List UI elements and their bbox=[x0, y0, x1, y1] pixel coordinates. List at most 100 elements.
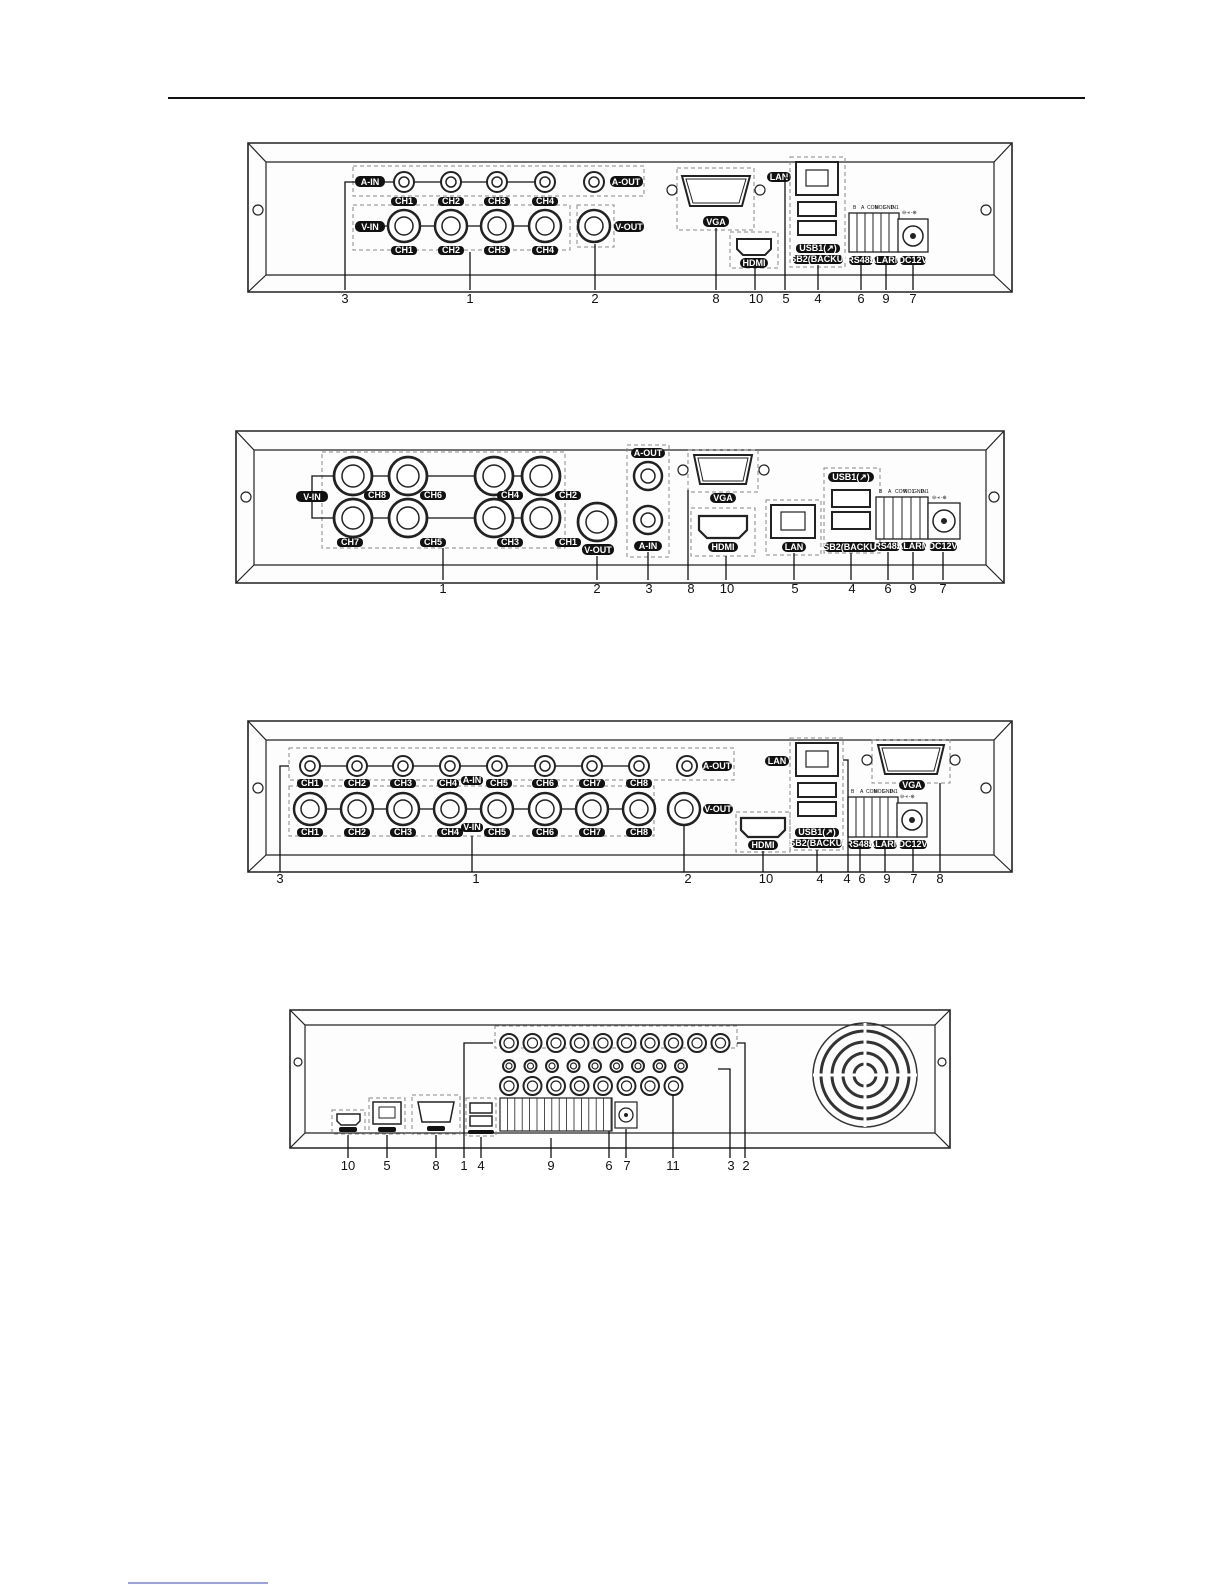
callout-8: 8 bbox=[712, 291, 719, 306]
lan-port[interactable] bbox=[770, 504, 816, 539]
video-in-ch4[interactable] bbox=[432, 791, 468, 827]
callout-2: 2 bbox=[591, 291, 598, 306]
usb-port-1[interactable] bbox=[831, 489, 871, 508]
lan-port[interactable] bbox=[795, 161, 839, 196]
rca-row2-8-inner bbox=[655, 1062, 664, 1070]
audio-out-connector[interactable] bbox=[676, 755, 698, 777]
audio-in-ch3[interactable] bbox=[392, 755, 414, 777]
usb-port-2[interactable] bbox=[831, 511, 871, 530]
svg-text:CH4: CH4 bbox=[536, 196, 554, 206]
audio-in-ch7[interactable] bbox=[581, 755, 603, 777]
audio-ch-label-7: CH7 bbox=[579, 778, 605, 788]
video-out-connector[interactable] bbox=[576, 208, 612, 244]
callout-4a: 4 bbox=[816, 871, 823, 886]
svg-text:⊖-◐-⊕: ⊖-◐-⊕ bbox=[900, 794, 915, 800]
svg-text:CH7: CH7 bbox=[583, 778, 601, 788]
audio-in-row[interactable] bbox=[502, 1059, 688, 1073]
dc-power-jack[interactable]: ⊖-◐-⊕ bbox=[897, 210, 929, 253]
audio-in-ch3[interactable] bbox=[486, 171, 508, 193]
alarm-terminal-block[interactable] bbox=[499, 1097, 613, 1132]
audio-in-ch8[interactable] bbox=[628, 755, 650, 777]
lan-port[interactable] bbox=[372, 1101, 402, 1125]
vga-port[interactable] bbox=[417, 1101, 455, 1123]
audio-out-connector[interactable] bbox=[583, 171, 605, 193]
video-in-ch1[interactable] bbox=[292, 791, 328, 827]
video-in-ch4[interactable] bbox=[473, 455, 515, 497]
audio-ch-label-6: CH6 bbox=[532, 778, 558, 788]
alarm-terminal-block[interactable] bbox=[847, 796, 899, 838]
audio-in-ch4[interactable] bbox=[534, 171, 556, 193]
dc-power-jack[interactable]: ⊖-◐-⊕ bbox=[896, 794, 928, 838]
hdmi-port[interactable] bbox=[697, 514, 749, 540]
usb-port-1[interactable] bbox=[797, 201, 837, 217]
hdmi-label: HDMI bbox=[708, 542, 738, 552]
vga-port[interactable] bbox=[692, 454, 754, 485]
video-in-ch2[interactable] bbox=[339, 791, 375, 827]
video-in-ch2[interactable] bbox=[433, 208, 469, 244]
top-ch-label-4: CH2 bbox=[555, 490, 581, 500]
bnc-row3-5-inner bbox=[597, 1080, 609, 1092]
lan-port[interactable] bbox=[795, 742, 839, 777]
usb-port-2[interactable] bbox=[797, 801, 837, 817]
hdmi-port[interactable] bbox=[336, 1113, 361, 1126]
video-in-ch2[interactable] bbox=[520, 455, 562, 497]
dc-label: DC12V bbox=[928, 541, 958, 551]
video-in-ch8[interactable] bbox=[332, 455, 374, 497]
audio-in-ch5[interactable] bbox=[486, 755, 508, 777]
video-in-row[interactable] bbox=[499, 1033, 731, 1053]
dc-power-jack[interactable]: ⊖-◐-⊕ bbox=[927, 495, 961, 540]
usb-ports[interactable] bbox=[469, 1102, 493, 1127]
alarm-terminal-block[interactable] bbox=[848, 212, 900, 253]
hdmi-port[interactable] bbox=[736, 238, 772, 256]
audio-out-connector[interactable] bbox=[632, 460, 664, 492]
video-in-ch7[interactable] bbox=[574, 791, 610, 827]
audio-in-ch6[interactable] bbox=[534, 755, 556, 777]
callout-5: 5 bbox=[782, 291, 789, 306]
audio-in-ch4[interactable] bbox=[439, 755, 461, 777]
audio-in-ch2[interactable] bbox=[440, 171, 462, 193]
audio-in-ch2[interactable] bbox=[346, 755, 368, 777]
usb-port-2[interactable] bbox=[797, 220, 837, 236]
bnc-row1-8-inner bbox=[667, 1037, 680, 1049]
video-in-ch1[interactable] bbox=[386, 208, 422, 244]
hdmi-port[interactable] bbox=[739, 816, 787, 839]
audio-in-label: A-IN bbox=[461, 775, 483, 785]
audio-ch-label-2: CH2 bbox=[438, 196, 464, 206]
alarm-terminal-block[interactable] bbox=[875, 496, 929, 540]
usb-port-1[interactable] bbox=[797, 782, 837, 798]
audio-in-ch1[interactable] bbox=[393, 171, 415, 193]
video-in-ch3[interactable] bbox=[473, 497, 515, 539]
dc-power-jack[interactable] bbox=[614, 1101, 638, 1129]
video-out-connector[interactable] bbox=[576, 501, 618, 543]
svg-text:ALARM: ALARM bbox=[870, 255, 903, 265]
video-in-ch8[interactable] bbox=[621, 791, 657, 827]
vga-port[interactable] bbox=[876, 744, 946, 775]
video-in-ch7[interactable] bbox=[332, 497, 374, 539]
audio-ch-label-1: CH1 bbox=[391, 196, 417, 206]
video-in-ch5[interactable] bbox=[479, 791, 515, 827]
bnc-row1-9-inner bbox=[691, 1037, 703, 1049]
svg-text:V-OUT: V-OUT bbox=[704, 804, 732, 814]
svg-text:B: B bbox=[879, 489, 883, 495]
panel-4ch: A-IN CH1 CH2 CH3 CH4 A-OUT V-IN CH1 CH2 … bbox=[247, 142, 1013, 306]
audio-in-ch1[interactable] bbox=[299, 755, 321, 777]
video-in-ch4[interactable] bbox=[527, 208, 563, 244]
video-in-row-lower[interactable] bbox=[499, 1076, 684, 1096]
video-in-ch6[interactable] bbox=[387, 455, 429, 497]
video-in-ch3[interactable] bbox=[479, 208, 515, 244]
svg-text:HDMI: HDMI bbox=[712, 542, 735, 552]
callout-8: 8 bbox=[432, 1158, 439, 1173]
video-in-ch5[interactable] bbox=[387, 497, 429, 539]
video-out-connector[interactable] bbox=[666, 791, 702, 827]
audio-in-connector[interactable] bbox=[632, 504, 664, 536]
video-in-ch6[interactable] bbox=[527, 791, 563, 827]
rca-row2-4-inner bbox=[569, 1062, 578, 1070]
video-in-ch1[interactable] bbox=[520, 497, 562, 539]
vga-port[interactable] bbox=[680, 175, 752, 207]
usb1-label: USB1(↗) bbox=[795, 827, 839, 837]
callout-8: 8 bbox=[687, 581, 694, 596]
svg-text:CH3: CH3 bbox=[394, 827, 412, 837]
svg-text:A: A bbox=[861, 205, 865, 211]
panel-8ch-b: A-IN CH1 CH2 CH3 CH4 CH5 CH6 CH7 CH8 A-O… bbox=[247, 720, 1013, 886]
video-in-ch3[interactable] bbox=[385, 791, 421, 827]
